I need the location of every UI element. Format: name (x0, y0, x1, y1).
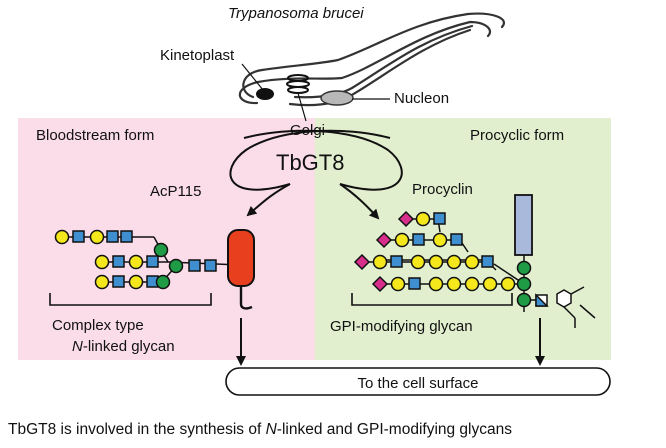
nucleon-label: Nucleon (394, 90, 449, 107)
kinetoplast-organelle (256, 88, 274, 100)
procyclic-form-title: Procyclic form (470, 127, 564, 144)
figure-caption: TbGT8 is involved in the synthesis of N-… (8, 421, 512, 438)
n-linked-glycan-label: N-linked glycan (72, 338, 175, 355)
acp115-anchor (239, 286, 253, 310)
arrow-to-procyclin (339, 183, 380, 220)
golgi-label: Golgi (290, 122, 325, 139)
caption-part2: -linked and GPI-modifying glycans (277, 421, 512, 438)
procyclin-protein (514, 194, 533, 256)
caption-part1: TbGT8 is involved in the synthesis of (8, 421, 266, 438)
kinetoplast-label: Kinetoplast (160, 47, 235, 64)
procyclin-label: Procyclin (412, 181, 473, 198)
enzyme-arc-right (243, 129, 403, 191)
n-linked-italic-n: N (72, 338, 83, 355)
arrow-to-acp115 (246, 183, 291, 217)
enzyme-label: TbGT8 (276, 150, 344, 175)
golgi-pointer (297, 92, 307, 122)
cell-surface-box (225, 367, 611, 396)
gpi-modifying-glycan-label: GPI-modifying glycan (330, 318, 473, 335)
cell-surface-label: To the cell surface (358, 375, 479, 392)
complex-n-glycan (54, 229, 241, 290)
n-linked-rest: -linked glycan (83, 338, 175, 355)
procyclic-panel (315, 118, 611, 360)
acp115-protein (227, 229, 255, 287)
kinetoplast-pointer (241, 63, 264, 91)
caption-italic-n: N (266, 421, 278, 438)
enzyme-arc-left (229, 129, 391, 191)
bloodstream-form-title: Bloodstream form (36, 127, 154, 144)
complex-glycan-bracket (49, 293, 212, 306)
acp115-label: AcP115 (150, 183, 201, 200)
gpi-glycan-bracket (351, 293, 513, 306)
nucleus-organelle (320, 90, 354, 106)
complex-type-label: Complex type (52, 317, 144, 334)
gpi-modifying-glycan (353, 210, 596, 328)
trypanosome-cell (238, 12, 505, 107)
organism-name: Trypanosoma brucei (228, 5, 364, 22)
